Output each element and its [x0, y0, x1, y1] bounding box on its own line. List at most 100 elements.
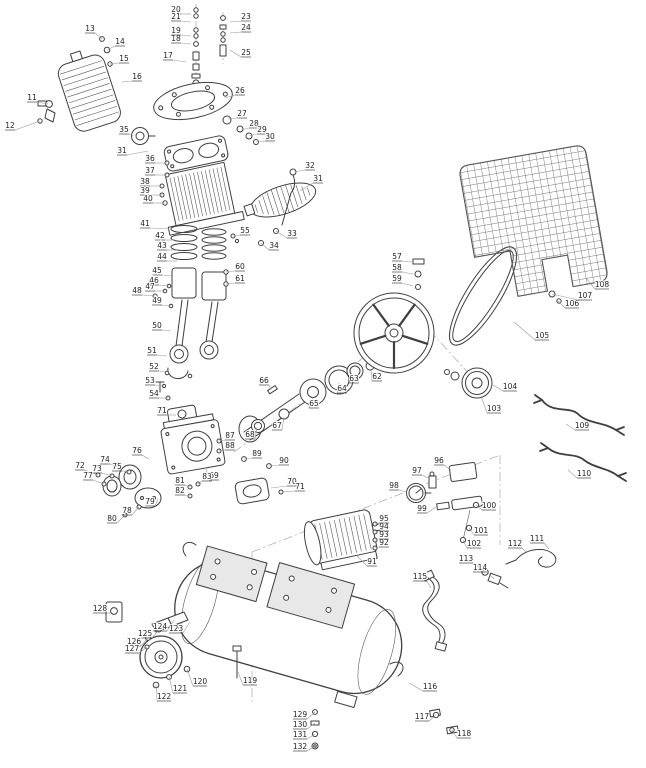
- svg-text:65: 65: [309, 399, 319, 408]
- svg-text:42: 42: [155, 231, 165, 240]
- unloader-valve: [131, 127, 156, 145]
- callout-91: 91: [356, 555, 378, 567]
- connecting-rods: [164, 299, 219, 380]
- svg-text:55: 55: [240, 226, 250, 235]
- svg-text:49: 49: [152, 296, 162, 305]
- svg-text:40: 40: [143, 194, 153, 203]
- svg-text:68: 68: [245, 430, 255, 439]
- callout-129: 129: [292, 709, 316, 720]
- callout-70: 70: [270, 476, 298, 489]
- svg-text:26: 26: [235, 86, 245, 95]
- callout-114: 114: [472, 562, 495, 580]
- callout-87: 87: [218, 430, 236, 442]
- svg-text:105: 105: [535, 331, 550, 340]
- svg-text:64: 64: [337, 384, 347, 393]
- svg-text:127: 127: [125, 644, 140, 653]
- cylinder-head: [153, 81, 233, 121]
- callout-29: 29: [248, 124, 268, 137]
- head-gasket: [163, 135, 229, 172]
- svg-text:20: 20: [171, 5, 181, 14]
- svg-text:99: 99: [417, 504, 427, 513]
- callout-98: 98: [388, 480, 408, 493]
- pressure-switch-assembly: [406, 462, 483, 544]
- callout-39: 39: [139, 185, 162, 196]
- svg-text:51: 51: [147, 346, 157, 355]
- svg-text:97: 97: [412, 466, 422, 475]
- svg-text:47: 47: [145, 282, 155, 291]
- svg-text:72: 72: [75, 461, 85, 470]
- svg-text:129: 129: [293, 710, 308, 719]
- svg-text:92: 92: [379, 538, 389, 547]
- callout-16: 16: [121, 71, 143, 83]
- flywheel: [353, 292, 435, 374]
- svg-text:61: 61: [235, 274, 245, 283]
- callout-59: 59: [391, 273, 414, 287]
- callout-62: 62: [370, 368, 383, 382]
- callout-90: 90: [268, 455, 290, 467]
- callout-18: 18: [170, 33, 192, 45]
- svg-text:58: 58: [392, 263, 402, 272]
- svg-text:110: 110: [577, 469, 592, 478]
- svg-text:75: 75: [112, 462, 122, 471]
- callout-82: 82: [174, 485, 191, 497]
- callout-46: 46: [148, 275, 170, 287]
- callout-125: 125: [137, 628, 160, 639]
- callout-94: 94: [374, 521, 390, 533]
- callout-122: 122: [155, 684, 172, 702]
- callout-89: 89: [243, 448, 263, 460]
- callout-75: 75: [111, 461, 130, 473]
- callout-96: 96: [433, 455, 452, 471]
- callout-65: 65: [308, 396, 320, 409]
- svg-text:102: 102: [467, 539, 482, 548]
- svg-text:104: 104: [503, 382, 518, 391]
- callout-92: 92: [374, 537, 390, 549]
- svg-text:13: 13: [85, 24, 95, 33]
- callout-83: 83: [197, 471, 213, 485]
- tank-handles: [182, 541, 404, 677]
- callout-33: 33: [275, 228, 298, 239]
- callout-112: 112: [507, 538, 528, 554]
- svg-text:79: 79: [145, 497, 155, 506]
- svg-text:66: 66: [259, 376, 269, 385]
- callout-67: 67: [271, 416, 285, 431]
- svg-text:90: 90: [279, 456, 289, 465]
- svg-text:67: 67: [272, 421, 282, 430]
- svg-text:16: 16: [132, 72, 142, 81]
- svg-text:25: 25: [241, 48, 251, 57]
- side-cover: [234, 477, 270, 505]
- callout-30: 30: [255, 131, 276, 143]
- callout-64: 64: [336, 382, 348, 394]
- svg-text:29: 29: [257, 125, 267, 134]
- svg-text:121: 121: [173, 684, 188, 693]
- aftercooler-finned-head: [57, 50, 121, 132]
- wheel: [139, 635, 191, 689]
- svg-text:89: 89: [252, 449, 262, 458]
- callout-118: 118: [451, 728, 472, 739]
- svg-text:44: 44: [157, 252, 167, 261]
- svg-text:132: 132: [293, 742, 308, 751]
- callout-66: 66: [258, 375, 272, 391]
- svg-text:14: 14: [115, 37, 125, 46]
- callout-50: 50: [151, 320, 172, 332]
- mount-hardware: [105, 601, 189, 650]
- callout-21: 21: [170, 11, 192, 23]
- svg-text:113: 113: [459, 554, 474, 563]
- svg-text:24: 24: [241, 23, 251, 32]
- svg-text:35: 35: [119, 125, 129, 134]
- callout-43: 43: [156, 240, 177, 251]
- callout-73: 73: [91, 463, 113, 477]
- svg-text:74: 74: [100, 455, 110, 464]
- cylinder-block: [164, 161, 245, 236]
- svg-text:19: 19: [171, 26, 181, 35]
- svg-text:46: 46: [149, 276, 159, 285]
- callout-124: 124: [152, 619, 175, 632]
- pistons: [152, 267, 229, 309]
- callout-42: 42: [154, 230, 175, 241]
- svg-text:34: 34: [269, 241, 279, 250]
- svg-text:82: 82: [175, 486, 185, 495]
- svg-text:70: 70: [287, 477, 297, 486]
- svg-text:60: 60: [235, 262, 245, 271]
- svg-text:17: 17: [163, 51, 173, 60]
